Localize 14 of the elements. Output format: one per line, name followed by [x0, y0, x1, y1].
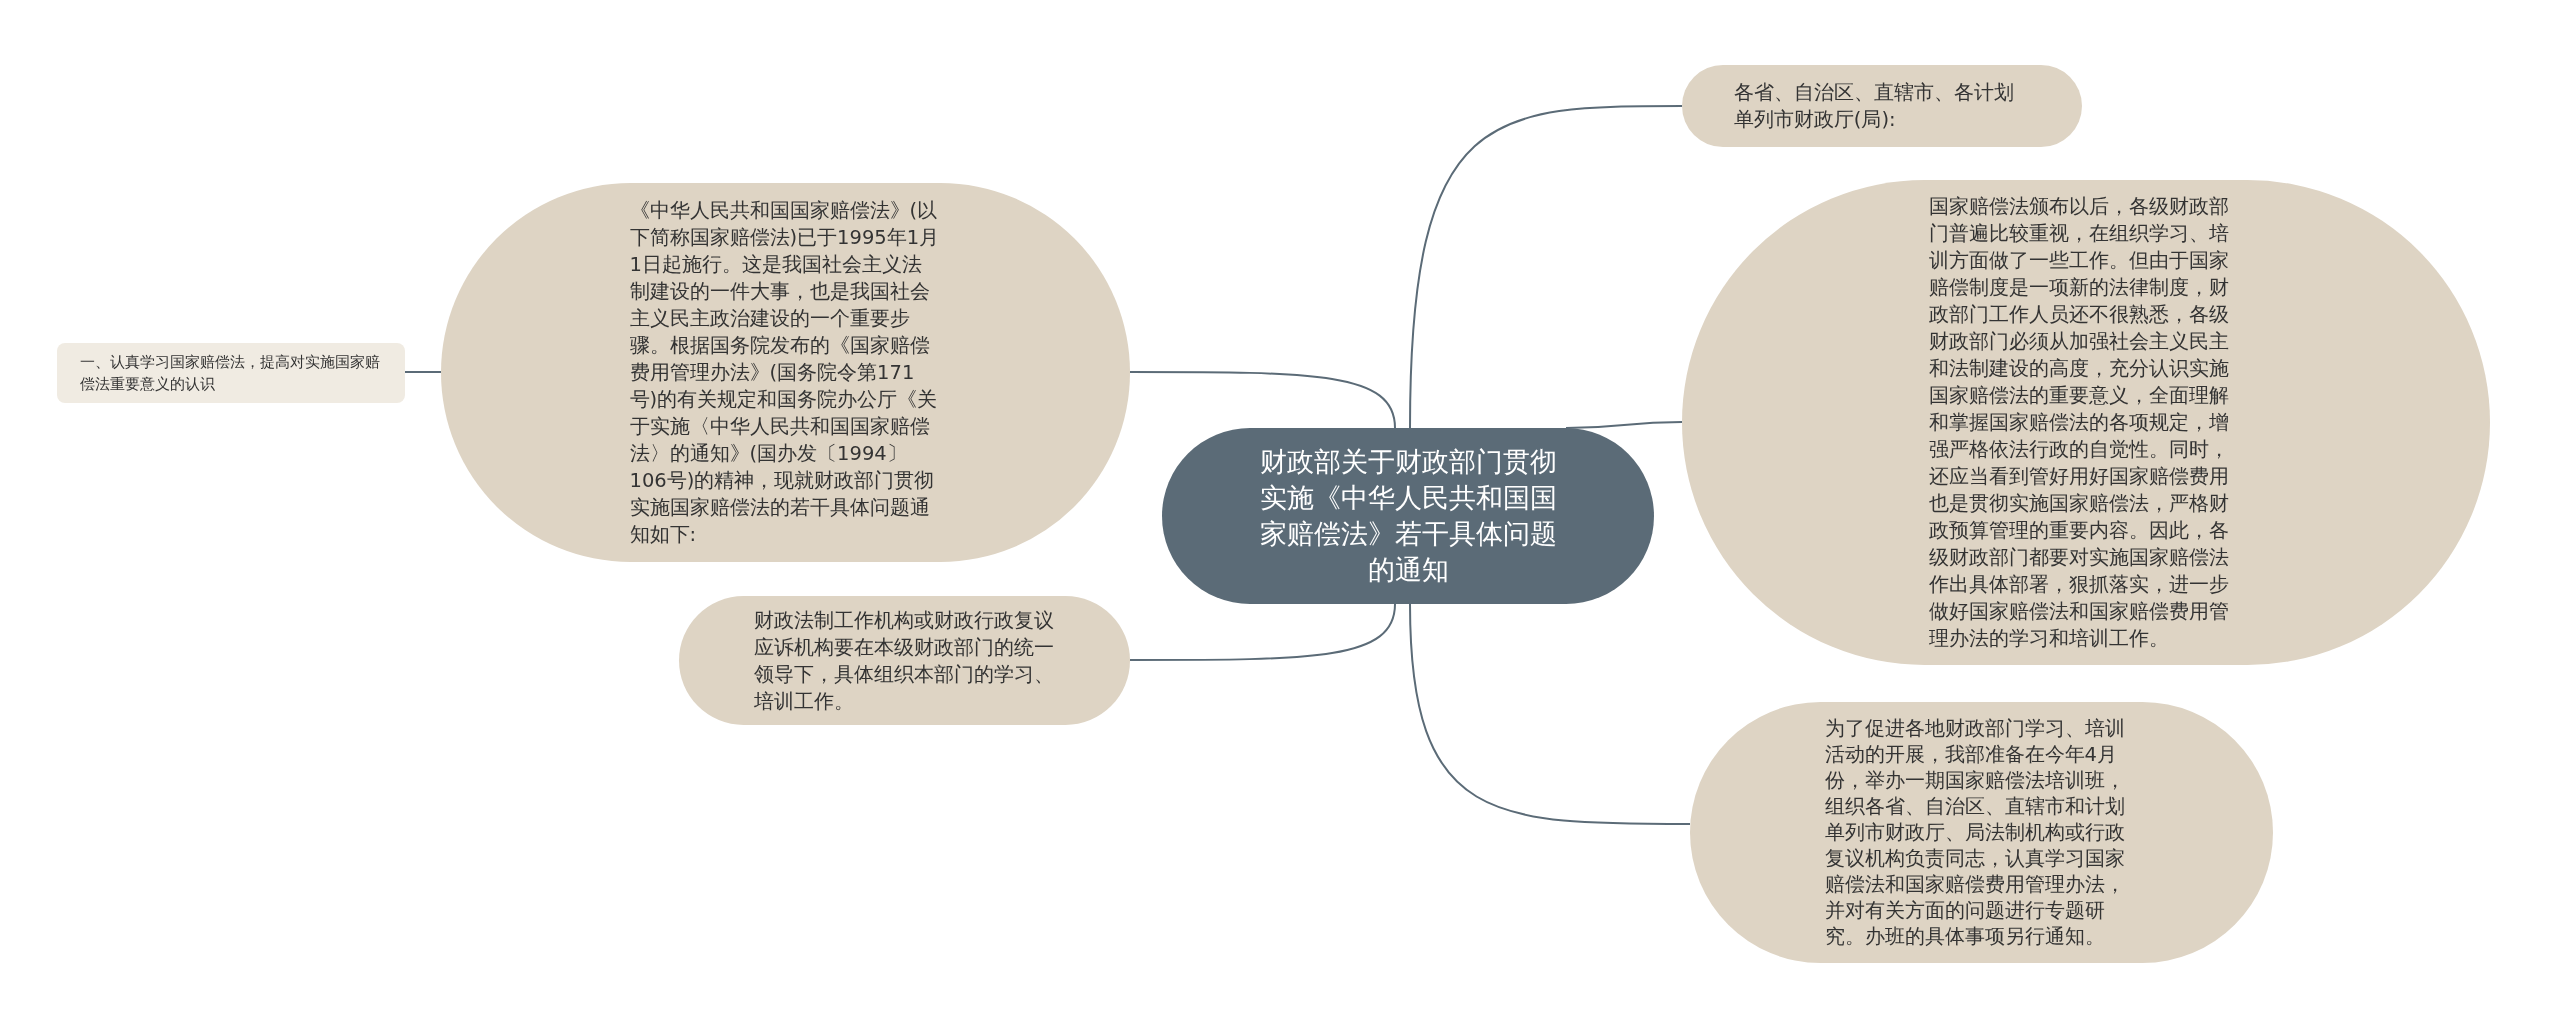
topic-text: 《中华人民共和国国家赔偿法》(以下简称国家赔偿法)已于1995年1月1日起施行。这是我国社会主义法制建设的一件大事，也是我国社会主义民主政治建设的一个重要步骤。根据国务院发布的《国家赔偿费用管理办法》(国务院令第171号)的有关规定和国务院办公厅《关于实施〈中华人民共和国国家赔偿法〉的通知》(国办发〔1994〕106号)的精神，现就财政部门贯彻实施国家赔偿法的若干具体问题通知如下: — [629, 198, 941, 548]
connector-line — [1129, 371, 1396, 429]
connector-line — [1409, 603, 1691, 825]
topic-text: 财政法制工作机构或财政行政复议应诉机构要在本级财政部门的统一领导下，具体组织本部门的学习、培训工作。 — [753, 606, 1055, 715]
connector-line — [404, 371, 442, 373]
connector-line — [1129, 603, 1396, 661]
topic-box — [57, 343, 405, 403]
topic-text: 各省、自治区、直辖市、各计划单列市财政厅(局): — [1733, 80, 2015, 133]
connector-line — [1409, 105, 1683, 429]
topic-text: 为了促进各地财政部门学习、培训活动的开展，我部准备在今年4月份，举办一期国家赔偿法培训班，组织各省、自治区、直辖市和计划单列市财政厅、局法制机构或行政复议机构负责同志，认真学习国家赔偿法和国家赔偿费用管理办法，并对有关方面的问题进行专题研究。办班的具体事项另行通知。 — [1824, 715, 2126, 950]
topic-text: 一、认真学习国家赔偿法，提高对实施国家赔偿法重要意义的认识 — [79, 352, 381, 395]
topic-text: 国家赔偿法颁布以后，各级财政部门普遍比较重视，在组织学习、培训方面做了一些工作。但由于国家赔偿制度是一项新的法律制度，财政部门工作人员还不很熟悉，各级财政部门必须从加强社会主义民主和法制建设的高度，充分认识实施国家赔偿法的重要意义，全面理解和掌握国家赔偿法的各项规定，增强严格依法行政的自觉性。同时，还应当看到管好用好国家赔偿费用也是贯彻实施国家赔偿法，严格财政预算管理的重要内容。因此，各级财政部门都要对实施国家赔偿法作出具体部署，狠抓落实，进一步做好国家赔偿法和国家赔偿费用管理办法的学习和培训工作。 — [1929, 194, 2231, 652]
topic-title: 财政部关于财政部门贯彻实施《中华人民共和国国家赔偿法》若干具体问题的通知 — [1259, 445, 1557, 587]
connector-line — [1565, 421, 1683, 429]
